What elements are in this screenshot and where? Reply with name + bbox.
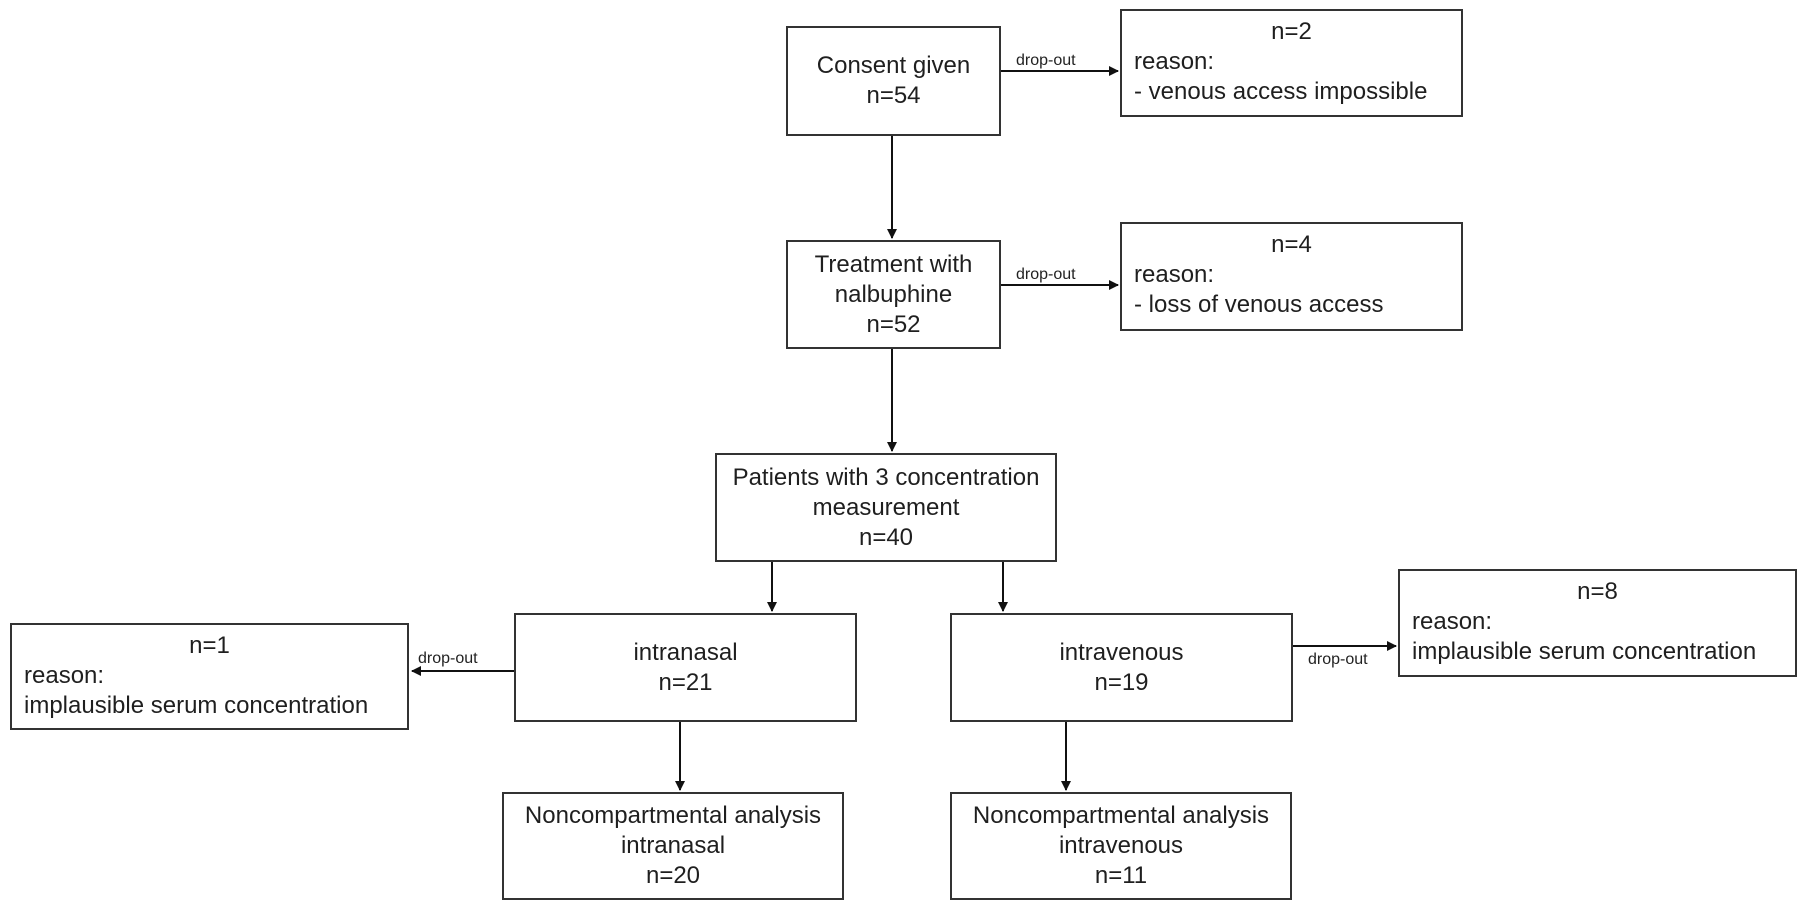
dropout-label-intravenous: drop-out (1308, 651, 1368, 668)
intravenous-box: intravenous n=19 (950, 613, 1293, 722)
dropout-box-treatment: n=4 reason: - loss of venous access (1120, 222, 1463, 331)
dropout-count: n=8 (1577, 578, 1618, 605)
patients-count: n=40 (858, 523, 914, 551)
treatment-line1: Treatment with (814, 250, 973, 278)
nca-intranasal-line2: intranasal (620, 832, 726, 859)
dropout-box-intravenous: n=8 reason: implausible serum concentrat… (1398, 569, 1797, 677)
treatment-line2: nalbuphine (834, 280, 953, 308)
patients-box: Patients with 3 concentration measuremen… (715, 453, 1057, 562)
dropout-count: n=2 (1271, 18, 1312, 45)
dropout-count: n=1 (189, 632, 230, 659)
treatment-box: Treatment with nalbuphine n=52 (786, 240, 1001, 349)
consent-count: n=54 (866, 82, 921, 109)
consent-title: Consent given (816, 52, 971, 79)
dropout-box-intranasal: n=1 reason: implausible serum concentrat… (10, 623, 409, 730)
dropout-count: n=4 (1271, 231, 1312, 258)
reason-text: - venous access impossible (1134, 78, 1428, 105)
nca-intranasal-box: Noncompartmental analysis intranasal n=2… (502, 792, 844, 900)
nca-intravenous-count: n=11 (1094, 862, 1148, 889)
reason-label: reason: (1134, 48, 1215, 75)
consent-given-box: Consent given n=54 (786, 26, 1001, 136)
reason-label: reason: (24, 662, 105, 689)
nca-intravenous-line2: intravenous (1058, 832, 1184, 859)
intranasal-box: intranasal n=21 (514, 613, 857, 722)
nca-intravenous-line1: Noncompartmental analysis (972, 802, 1270, 829)
nca-intranasal-count: n=20 (645, 862, 701, 889)
dropout-label-intranasal: drop-out (418, 650, 478, 667)
intravenous-count: n=19 (1094, 668, 1149, 696)
reason-label: reason: (1412, 608, 1493, 635)
patients-line2: measurement (812, 493, 960, 521)
patients-line1: Patients with 3 concentration (732, 463, 1040, 491)
dropout-label-consent: drop-out (1016, 52, 1076, 69)
reason-text: implausible serum concentration (24, 692, 369, 719)
reason-label: reason: (1134, 261, 1215, 288)
nca-intranasal-line1: Noncompartmental analysis (524, 802, 822, 829)
reason-text: - loss of venous access (1134, 291, 1384, 318)
intravenous-title: intravenous (1059, 638, 1184, 666)
intranasal-count: n=21 (658, 668, 713, 696)
dropout-label-treatment: drop-out (1016, 266, 1076, 283)
treatment-count: n=52 (866, 310, 921, 338)
reason-text: implausible serum concentration (1412, 638, 1757, 665)
intranasal-title: intranasal (633, 638, 738, 666)
dropout-box-consent: n=2 reason: - venous access impossible (1120, 9, 1463, 117)
nca-intravenous-box: Noncompartmental analysis intravenous n=… (950, 792, 1292, 900)
